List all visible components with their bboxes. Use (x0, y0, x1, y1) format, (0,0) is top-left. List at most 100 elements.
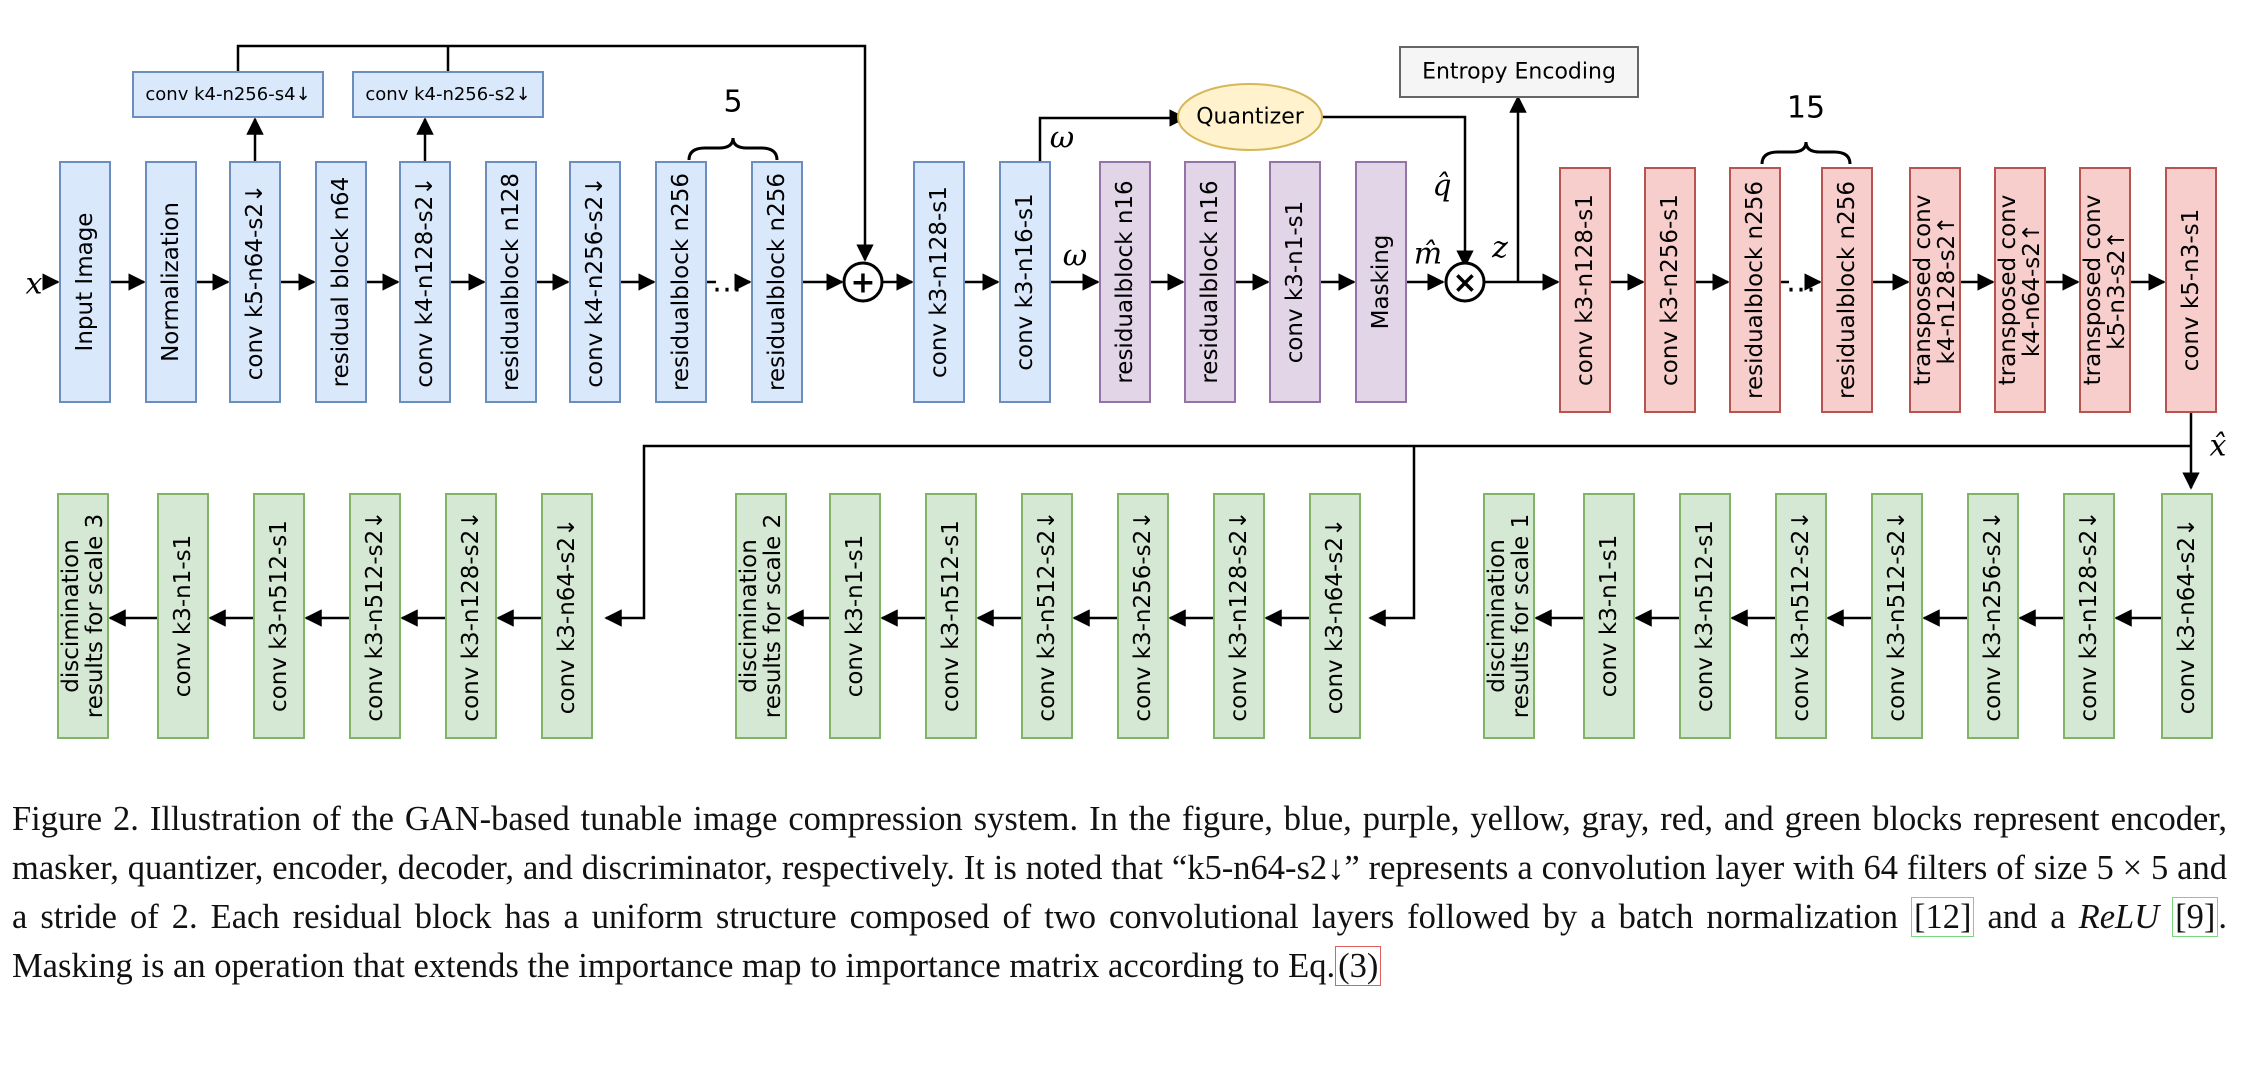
quantizer-node: Quantizer (1177, 83, 1323, 151)
disc-scale3-block-discimination-results-for-scale-3-label: discimination (58, 539, 84, 693)
disc-scale2-block-conv-k3-n128-s2: conv k3-n128-s2↓ (1213, 493, 1265, 739)
disc-scale3-block-conv-k3-n512-s2: conv k3-n512-s2↓ (349, 493, 401, 739)
disc-scale2-block-discimination-results-for-scale-2-label: results for scale 2 (760, 514, 786, 719)
caption-text-1: Figure 2. Illustration of the GAN-based … (12, 800, 2227, 936)
disc-scale2-block-conv-k3-n256-s2-label: conv k3-n256-s2↓ (1130, 510, 1156, 721)
quantizer-label: Quantizer (1196, 105, 1305, 130)
q-hat-symbol: q̂ (1432, 169, 1451, 204)
blocks: Input Image Normalization conv k5-n64-s2↓ r… (57, 46, 2217, 739)
disc-scale2-block-discimination-results-for-scale-2-label: discimination (736, 539, 762, 693)
disc-scale1-block-discimination-results-for-scale-1-label: results for scale 1 (1508, 514, 1534, 719)
encoder-block-conv-k4-n128-s2: conv k4-n128-s2↓ (399, 161, 451, 403)
decoder-ellipsis: … (1786, 265, 1816, 300)
diagram-canvas: Input Image Normalization conv k5-n64-s2↓ r… (26, 44, 2227, 739)
omega-mid-symbol: ω (1063, 239, 1087, 274)
brace-encoder-repeat (687, 137, 779, 161)
disc-scale3-block-conv-k3-n512-s1-label: conv k3-n512-s1 (266, 520, 292, 712)
decoder-block-transposed-conv-k4-n128-s2-label: transposed conv (1910, 195, 1936, 386)
decoder-block-transposed-conv-k5-n3-s2-label: transposed conv (2080, 195, 2106, 386)
encoder-branch-conv-s2-label: conv k4-n256-s2↓ (365, 84, 530, 105)
caption-text-2: and a (1974, 898, 2079, 936)
disc-scale3-block-conv-k3-n512-s1: conv k3-n512-s1 (253, 493, 305, 739)
disc-scale2-block-conv-k3-n512-s2: conv k3-n512-s2↓ (1021, 493, 1073, 739)
disc-scale2-block-conv-k3-n1-s1: conv k3-n1-s1 (829, 493, 881, 739)
encoder-block-conv-k3-n128-s1: conv k3-n128-s1 (913, 161, 965, 403)
disc-scale3-block-conv-k3-n128-s2: conv k3-n128-s2↓ (445, 493, 497, 739)
encoder-block-conv-k3-n128-s1-label: conv k3-n128-s1 (926, 186, 952, 378)
decoder-block-transposed-conv-k5-n3-s2-label: k5-n3-s2↑ (2104, 230, 2130, 350)
masker-block-masking: Masking (1355, 161, 1407, 403)
omega-top-symbol: ω (1050, 121, 1074, 156)
encoder-block-residualblock-n256-label: residualblock n256 (764, 173, 790, 391)
disc-scale1-block-conv-k3-n512-s2: conv k3-n512-s2↓ (1871, 493, 1923, 739)
disc-scale1-block-conv-k3-n64-s2: conv k3-n64-s2↓ (2161, 493, 2213, 739)
multiply-node (1444, 261, 1486, 303)
connector-arrows (42, 44, 2200, 627)
brace-decoder-repeat (1760, 141, 1852, 165)
disc-scale1-block-conv-k3-n512-s2: conv k3-n512-s2↓ (1775, 493, 1827, 739)
masker-block-residualblock-n16-label: residualblock n16 (1197, 180, 1223, 383)
encoder-block-conv-k5-n64-s2-label: conv k5-n64-s2↓ (242, 184, 268, 381)
disc-scale1-block-conv-k3-n128-s2-label: conv k3-n128-s2↓ (2076, 510, 2102, 721)
encoder-block-input-image: Input Image (59, 161, 111, 403)
equation-link-3[interactable]: (3) (1335, 946, 1382, 986)
disc-scale2-block-conv-k3-n128-s2-label: conv k3-n128-s2↓ (1226, 510, 1252, 721)
citation-link-9[interactable]: [9] (2172, 897, 2219, 937)
disc-scale3-block-conv-k3-n512-s2-label: conv k3-n512-s2↓ (362, 510, 388, 721)
x-hat-symbol: x̂ (2210, 429, 2227, 464)
encoder-block-residualblock-n256-label: residualblock n256 (668, 173, 694, 391)
disc-scale3-block-conv-k3-n1-s1-label: conv k3-n1-s1 (170, 535, 196, 698)
caption-text-4: . Masking is an operation that extends t… (12, 898, 2227, 985)
disc-scale1-block-conv-k3-n64-s2-label: conv k3-n64-s2↓ (2174, 518, 2200, 715)
decoder-repeat-count: 15 (1787, 91, 1825, 126)
decoder-block-conv-k3-n256-s1: conv k3-n256-s1 (1644, 167, 1696, 413)
disc-scale2-block-conv-k3-n1-s1-label: conv k3-n1-s1 (842, 535, 868, 698)
multiply-node-symbol: × (1452, 266, 1477, 301)
disc-scale1-block-conv-k3-n512-s1-label: conv k3-n512-s1 (1692, 520, 1718, 712)
masker-block-masking-label: Masking (1368, 235, 1394, 330)
disc-scale3-block-conv-k3-n64-s2-label: conv k3-n64-s2↓ (554, 518, 580, 715)
encoder-block-residualblock-n128: residualblock n128 (485, 161, 537, 403)
encoder-block-normalization-label: Normalization (158, 202, 184, 362)
z-symbol: z (1491, 231, 1508, 266)
arrow-quantizer-to-mult (1322, 115, 1474, 268)
m-hat-symbol: m̂ (1414, 237, 1442, 272)
encoder-block-normalization: Normalization (145, 161, 197, 403)
decoder-block-residualblock-n256-label: residualblock n256 (1742, 181, 1768, 399)
arrow-to-disc3 (604, 444, 2191, 627)
disc-scale1-block-conv-k3-n128-s2: conv k3-n128-s2↓ (2063, 493, 2115, 739)
decoder-block-transposed-conv-k4-n128-s2-label: k4-n128-s2↑ (1934, 216, 1960, 365)
decoder-block-residualblock-n256: residualblock n256 (1821, 167, 1873, 413)
input-x-symbol: x (26, 267, 43, 302)
disc-scale1-block-conv-k3-n256-s2-label: conv k3-n256-s2↓ (1980, 510, 2006, 721)
entropy-encoding-block-label: Entropy Encoding (1422, 60, 1616, 85)
citation-link-12[interactable]: [12] (1910, 897, 1975, 937)
encoder-block-conv-k5-n64-s2: conv k5-n64-s2↓ (229, 161, 281, 403)
decoder-block-transposed-conv-k4-n64-s2-label: transposed conv (1995, 195, 2021, 386)
disc-scale1-block-conv-k3-n1-s1-label: conv k3-n1-s1 (1596, 535, 1622, 698)
encoder-block-conv-k4-n256-s2-label: conv k4-n256-s2↓ (582, 176, 608, 387)
encoder-branch-conv-s4: conv k4-n256-s4↓ (132, 71, 324, 118)
disc-scale1-block-discimination-results-for-scale-1-label: discimination (1484, 539, 1510, 693)
disc-scale2-block-conv-k3-n256-s2: conv k3-n256-s2↓ (1117, 493, 1169, 739)
disc-scale1-block-conv-k3-n256-s2: conv k3-n256-s2↓ (1967, 493, 2019, 739)
encoder-block-conv-k3-n16-s1-label: conv k3-n16-s1 (1012, 193, 1038, 370)
encoder-block-residualblock-n256: residualblock n256 (751, 161, 803, 403)
disc-scale3-block-conv-k3-n64-s2: conv k3-n64-s2↓ (541, 493, 593, 739)
figure-caption: Figure 2. Illustration of the GAN-based … (12, 795, 2227, 991)
disc-scale3-block-conv-k3-n1-s1: conv k3-n1-s1 (157, 493, 209, 739)
encoder-ellipsis: … (712, 265, 742, 300)
encoder-block-conv-k4-n256-s2: conv k4-n256-s2↓ (569, 161, 621, 403)
disc-scale2-block-conv-k3-n64-s2-label: conv k3-n64-s2↓ (1322, 518, 1348, 715)
decoder-block-residualblock-n256: residualblock n256 (1729, 167, 1781, 413)
masker-block-residualblock-n16-label: residualblock n16 (1112, 180, 1138, 383)
disc-scale1-block-conv-k3-n1-s1: conv k3-n1-s1 (1583, 493, 1635, 739)
encoder-block-input-image-label: Input Image (72, 213, 98, 352)
arrow-branch-1-to-sum (236, 44, 874, 262)
decoder-block-conv-k3-n128-s1-label: conv k3-n128-s1 (1572, 194, 1598, 386)
masker-block-residualblock-n16: residualblock n16 (1099, 161, 1151, 403)
caption-text-3 (2159, 898, 2172, 936)
encoder-branch-conv-s2: conv k4-n256-s2↓ (352, 71, 544, 118)
